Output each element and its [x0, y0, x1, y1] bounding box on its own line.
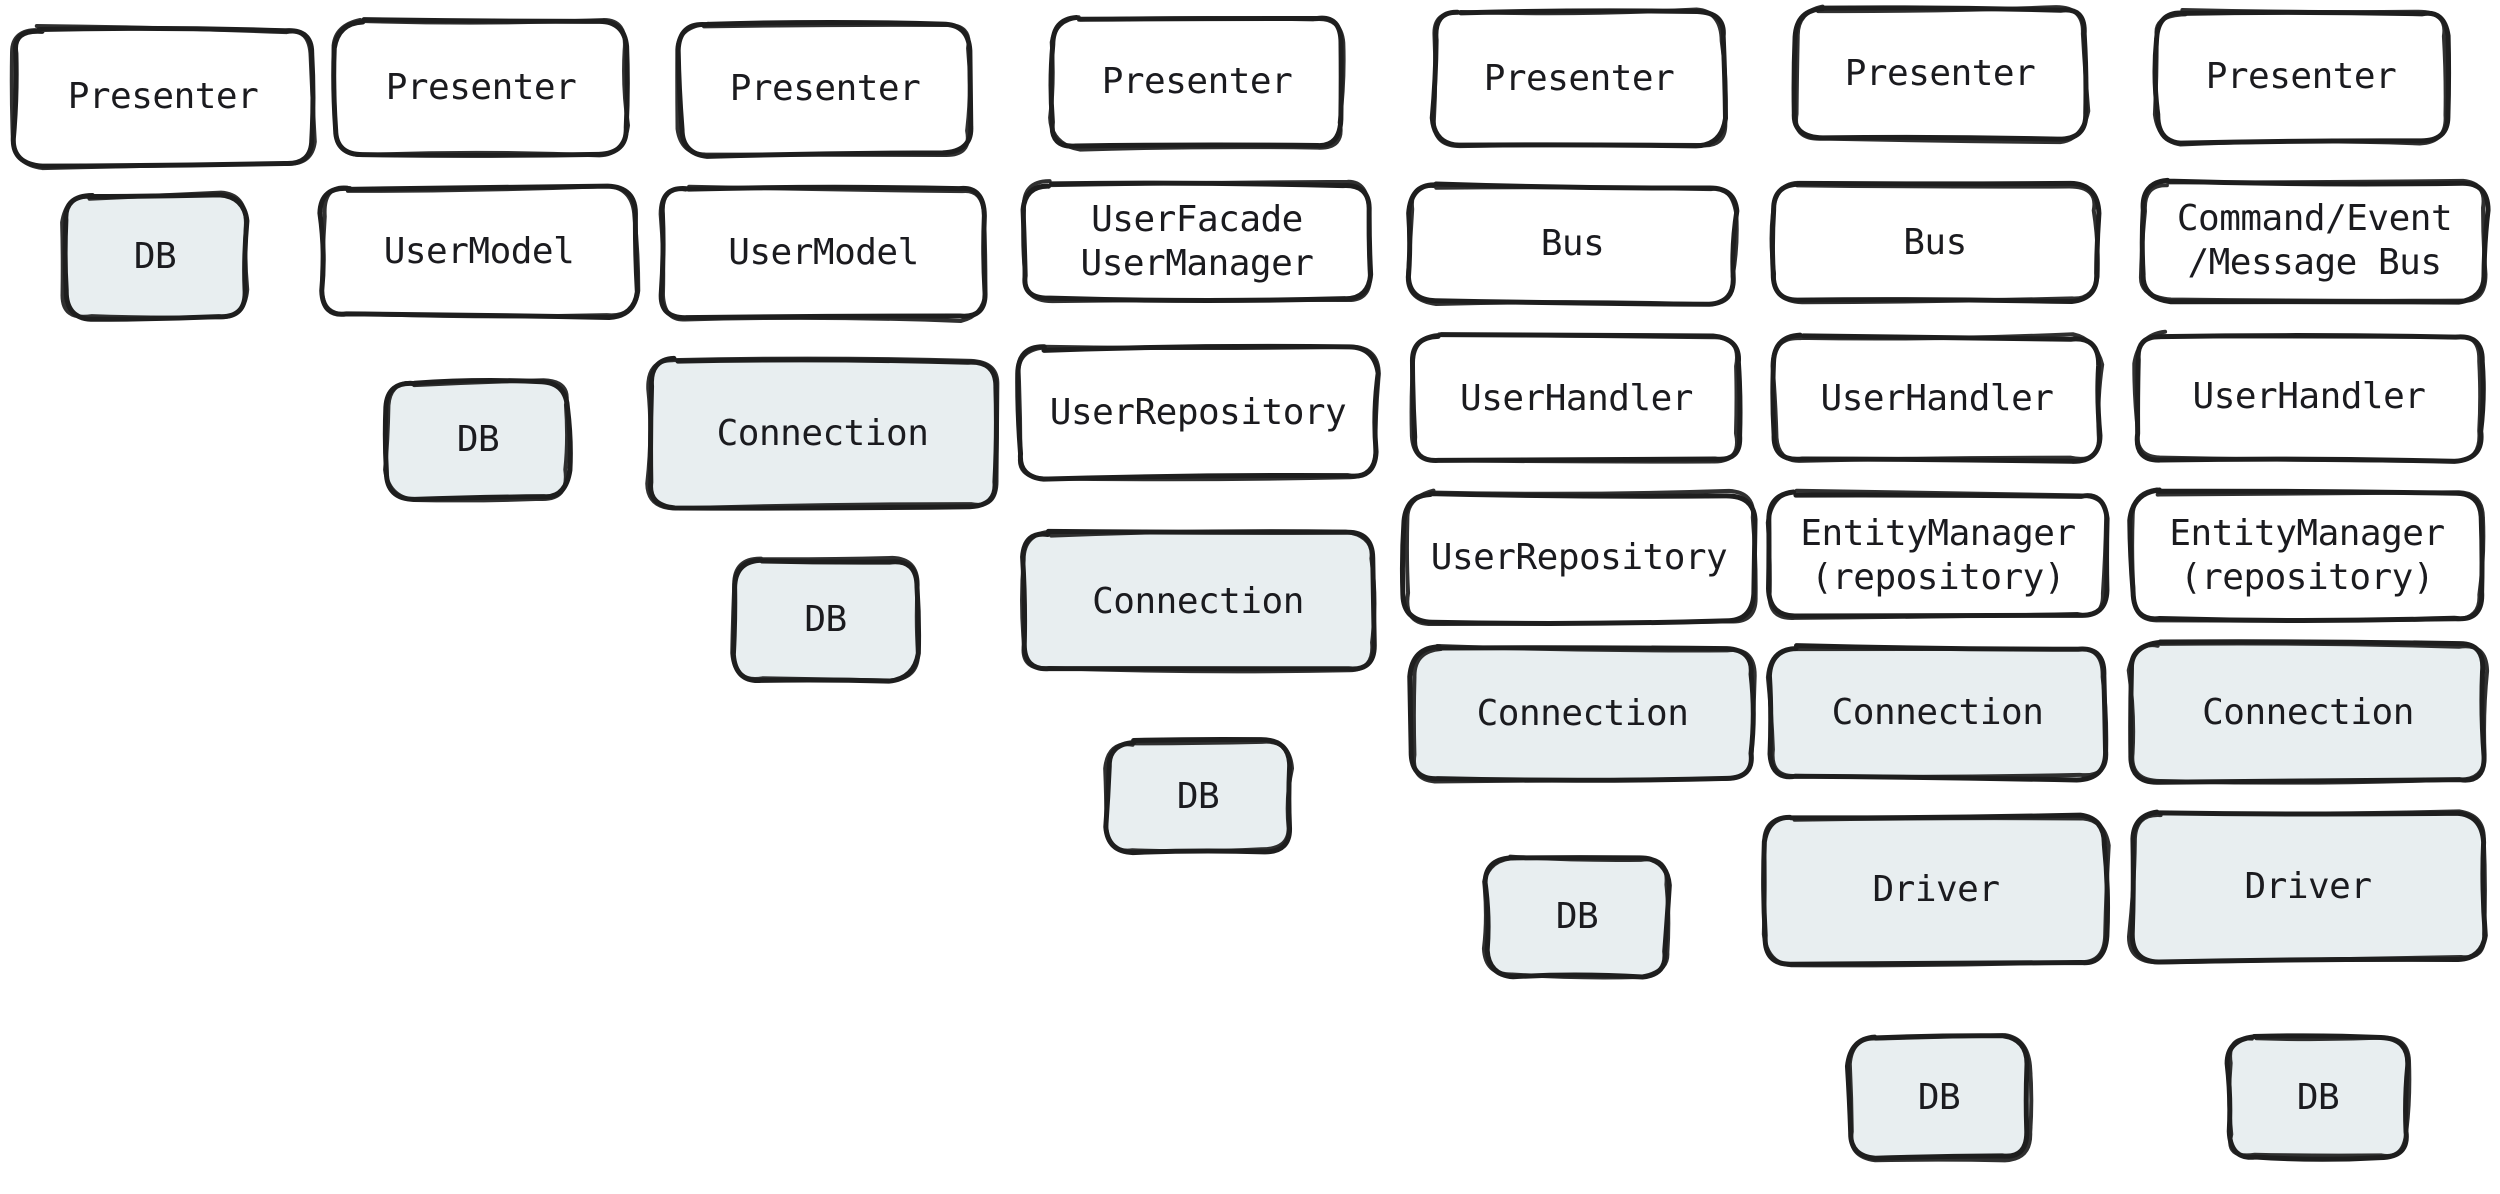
node-userhandler[interactable]: UserHandler	[1409, 332, 1743, 464]
node-presenter[interactable]: Presenter	[1048, 15, 1346, 152]
node-label: Connection	[1831, 692, 2044, 734]
node-label: UserModel	[728, 232, 919, 274]
node-connection[interactable]: Connection	[645, 355, 1000, 511]
node-presenter[interactable]: Presenter	[675, 19, 974, 159]
node-userhandler[interactable]: UserHandler	[1770, 332, 2105, 464]
node-presenter[interactable]: Presenter	[331, 17, 631, 158]
node-usermodel[interactable]: UserModel	[317, 183, 641, 320]
node-bus[interactable]: Bus	[1769, 180, 2102, 305]
node-label: Command/Event /Message Bus	[2176, 198, 2453, 283]
node-label: Presenter	[385, 67, 577, 109]
node-driver[interactable]: Driver	[1761, 812, 2111, 968]
node-db[interactable]: DB	[1103, 736, 1295, 856]
node-db[interactable]: DB	[730, 555, 922, 684]
node-db[interactable]: DB	[1481, 854, 1672, 980]
node-label: Presenter	[1101, 61, 1293, 103]
node-label: DB	[1555, 896, 1599, 938]
node-db[interactable]: DB	[1844, 1033, 2034, 1163]
node-connection[interactable]: Connection	[1765, 643, 2109, 783]
node-label: Presenter	[1844, 53, 2036, 95]
node-userrepository[interactable]: UserRepository	[1399, 488, 1758, 626]
node-label: UserHandler	[2192, 376, 2426, 418]
node-label: UserHandler	[1820, 378, 2054, 420]
node-label: DB	[1176, 776, 1220, 818]
node-label: UserHandler	[1460, 378, 1693, 420]
node-label: DB	[2296, 1077, 2340, 1119]
node-label: Bus	[1540, 223, 1605, 265]
node-presenter[interactable]: Presenter	[1791, 4, 2091, 145]
node-presenter[interactable]: Presenter	[9, 24, 317, 171]
node-label: DB	[456, 419, 500, 461]
node-db[interactable]: DB	[2224, 1033, 2412, 1162]
node-userrepository[interactable]: UserRepository	[1015, 343, 1381, 482]
node-label: EntityManager (repository)	[2169, 513, 2445, 598]
node-entitymanager-repository[interactable]: EntityManager (repository)	[1765, 488, 2110, 620]
node-presenter[interactable]: Presenter	[2152, 8, 2452, 147]
node-label: EntityManager (repository)	[1800, 512, 2076, 598]
node-label: Presenter	[2205, 56, 2397, 98]
node-bus[interactable]: Bus	[1405, 181, 1740, 307]
node-label: Driver	[1872, 869, 2000, 911]
node-label: DB	[133, 236, 177, 278]
node-label: Connection	[716, 412, 929, 454]
node-label: UserModel	[383, 231, 575, 273]
node-connection[interactable]: Connection	[1407, 643, 1757, 784]
node-command-event-message-bus[interactable]: Command/Event /Message Bus	[2138, 177, 2491, 305]
node-entitymanager-repository[interactable]: EntityManager (repository)	[2127, 487, 2486, 623]
node-label: UserRepository	[1430, 537, 1728, 579]
node-presenter[interactable]: Presenter	[1429, 7, 1728, 149]
node-driver[interactable]: Driver	[2127, 809, 2488, 965]
node-label: UserRepository	[1049, 392, 1347, 434]
node-db[interactable]: DB	[60, 190, 250, 322]
node-label: DB	[804, 599, 847, 641]
node-usermodel[interactable]: UserModel	[658, 184, 988, 323]
node-label: Presenter	[729, 68, 921, 110]
node-label: Presenter	[1483, 58, 1675, 100]
node-label: DB	[1917, 1077, 1961, 1119]
node-label: Driver	[2244, 866, 2372, 908]
node-label: Bus	[1903, 222, 1967, 264]
node-userhandler[interactable]: UserHandler	[2132, 329, 2486, 464]
node-label: Connection	[1092, 580, 1304, 622]
node-connection[interactable]: Connection	[1020, 528, 1377, 674]
node-connection[interactable]: Connection	[2126, 639, 2490, 785]
node-db[interactable]: DB	[382, 378, 573, 503]
node-label: Connection	[1476, 693, 1689, 735]
node-userfacade-usermanager[interactable]: UserFacade UserManager	[1020, 179, 1374, 304]
node-label: Presenter	[67, 76, 259, 118]
node-label: UserFacade UserManager	[1080, 199, 1314, 284]
node-label: Connection	[2202, 692, 2414, 734]
